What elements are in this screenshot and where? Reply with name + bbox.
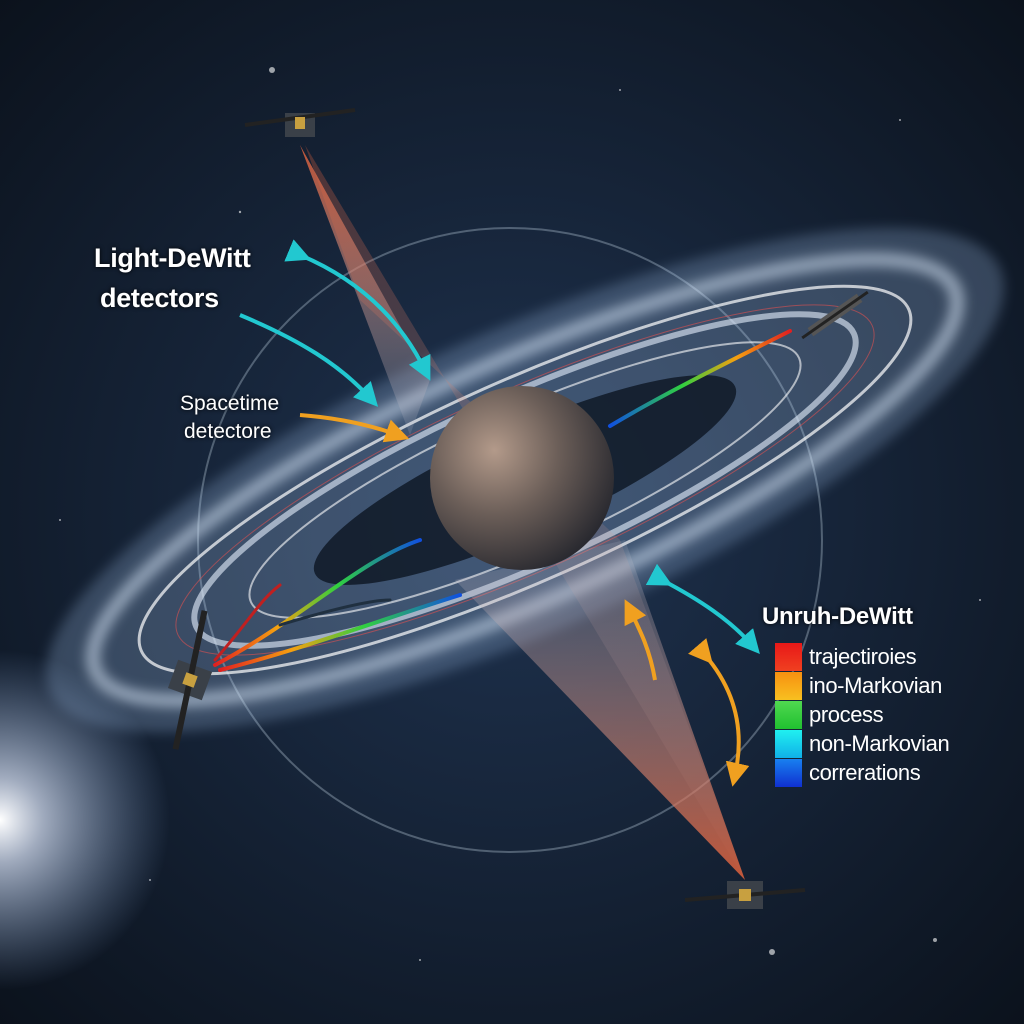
satellite-icon	[684, 881, 806, 909]
satellite-icon	[801, 290, 869, 340]
legend-item: correrations	[775, 758, 949, 787]
legend-item: ino-Markovian	[775, 671, 949, 700]
satellite-icon	[167, 610, 213, 750]
light-flare	[0, 650, 170, 990]
legend-swatch	[775, 671, 802, 700]
cyan-arrow-icon	[645, 563, 760, 655]
legend-item: non-Markovian	[775, 729, 950, 758]
orange-arrow-icon	[624, 599, 657, 681]
spacetime-label-line2: detectore	[184, 420, 272, 443]
unruh-dewitt-label: Unruh-DeWitt	[762, 603, 913, 630]
legend-item: trajectiroies	[775, 642, 949, 671]
legend-swatch	[775, 758, 802, 787]
cyan-arrow-icon	[284, 239, 431, 381]
light-dewitt-label: Light-DeWitt	[94, 243, 251, 273]
satellites	[167, 108, 869, 909]
spacetime-label: Spacetime	[180, 392, 280, 415]
arrows	[239, 239, 760, 787]
legend: trajectiroies ino-Markovian process non-…	[775, 642, 950, 787]
cyan-arrow-icon	[239, 313, 379, 407]
light-dewitt-label-line2: detectors	[100, 283, 219, 313]
trajectories	[213, 329, 792, 672]
planet	[430, 386, 614, 570]
satellite-icon	[244, 108, 356, 137]
orange-arrow-icon	[299, 413, 410, 443]
detector-beam-bottom	[455, 540, 745, 880]
legend-swatch	[775, 700, 802, 729]
legend-swatch	[775, 729, 802, 758]
legend-item: process	[775, 700, 949, 729]
legend-swatch	[775, 642, 802, 671]
orange-arrow-icon	[688, 638, 750, 787]
